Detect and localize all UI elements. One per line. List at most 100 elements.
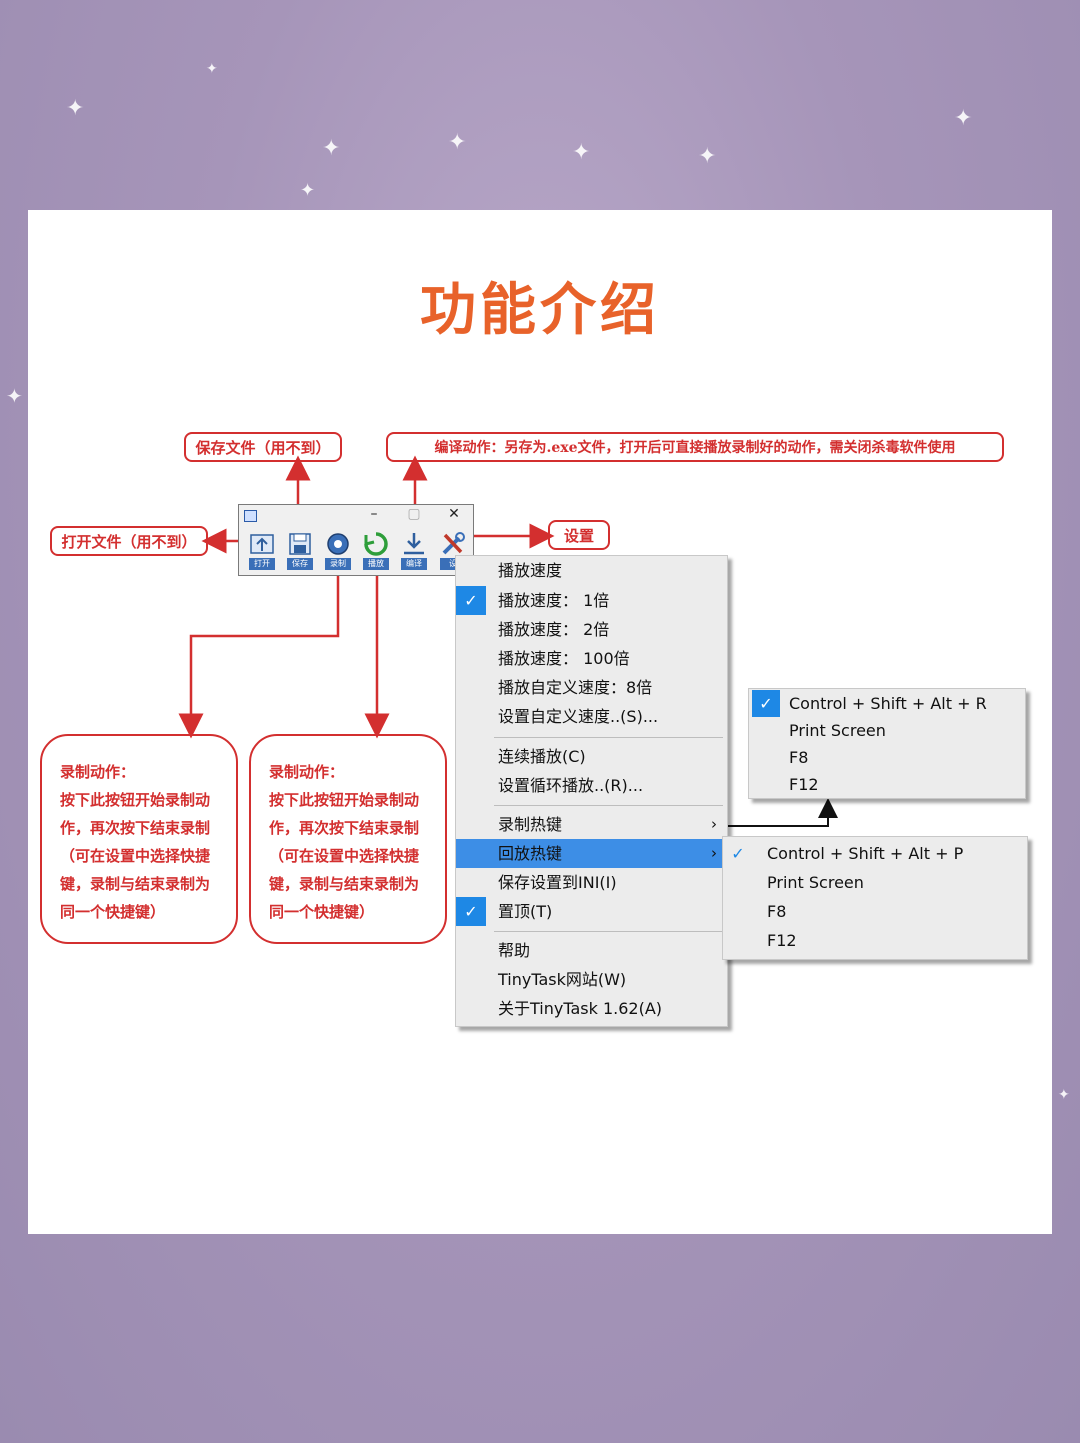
star-icon: ✦ (322, 136, 341, 161)
check-icon: ✓ (731, 844, 745, 863)
hotkey-option[interactable]: F8 (723, 897, 1027, 926)
callout-line: 按下此按钮开始录制动 (60, 791, 211, 809)
menu-item-about[interactable]: 关于TinyTask 1.62(A) (456, 994, 727, 1023)
save-icon (289, 533, 311, 555)
save-button[interactable]: 保存 (283, 531, 317, 575)
hotkey-option[interactable]: Print Screen (723, 868, 1027, 897)
callout-line: （可在设置中选择快捷 (60, 847, 211, 865)
page-title: 功能介绍 (420, 278, 660, 343)
play-callout: 录制动作： 按下此按钮开始录制动 作，再次按下结束录制 （可在设置中选择快捷 键… (249, 734, 447, 944)
star-icon: ✦ (698, 144, 717, 169)
menu-item-label: TinyTask网站(W) (498, 970, 627, 989)
hotkey-option[interactable]: F12 (749, 771, 1025, 798)
star-icon: ✦ (206, 61, 218, 77)
hotkey-label: F12 (789, 775, 819, 794)
menu-item-label: 播放速度： 1倍 (498, 591, 610, 610)
star-icon: ✦ (300, 180, 316, 201)
menu-separator (494, 931, 723, 932)
menu-separator (494, 805, 723, 806)
maximize-button[interactable]: ▢ (407, 506, 421, 522)
compile-caption: 编译 (401, 558, 427, 570)
hotkey-label: Print Screen (789, 721, 886, 740)
check-icon: ✓ (456, 586, 486, 615)
hotkey-label: Control + Shift + Alt + R (789, 694, 987, 713)
menu-separator (494, 737, 723, 738)
star-icon: ✦ (6, 384, 23, 408)
callout-line: 作，再次按下结束录制 (269, 819, 420, 837)
menu-item-label: 播放速度： 100倍 (498, 649, 630, 668)
settings-menu: 播放速度 ✓ 播放速度： 1倍 播放速度： 2倍 播放速度： 100倍 播放自定义… (455, 555, 728, 1027)
callout-line: 键，录制与结束录制为 (269, 875, 420, 893)
menu-item-label: 录制热键 (498, 815, 563, 834)
menu-item-label: 保存设置到INI(I) (498, 873, 617, 892)
open-button[interactable]: 打开 (245, 531, 279, 575)
compile-label: 编译动作：另存为.exe文件，打开后可直接播放录制好的动作，需关闭杀毒软件使用 (386, 432, 1004, 462)
play-button[interactable]: 播放 (359, 531, 393, 575)
chevron-right-icon: › (711, 844, 717, 862)
settings-label: 设置 (548, 520, 610, 550)
open-file-label: 打开文件（用不到） (50, 526, 208, 556)
hotkey-option[interactable]: F12 (723, 926, 1027, 955)
callout-line: 同一个快捷键） (60, 903, 166, 921)
star-icon: ✦ (954, 106, 973, 131)
menu-item-website[interactable]: TinyTask网站(W) (456, 965, 727, 994)
hotkey-option[interactable]: ✓Control + Shift + Alt + P (723, 839, 1027, 868)
hotkey-option[interactable]: F8 (749, 744, 1025, 771)
menu-item-set-loop[interactable]: 设置循环播放..(R)... (456, 771, 727, 800)
callout-line: 键，录制与结束录制为 (60, 875, 211, 893)
play-caption: 播放 (363, 558, 389, 570)
title-bar: – ▢ ✕ (239, 505, 473, 529)
check-icon: ✓ (456, 897, 486, 926)
star-icon: ✦ (448, 130, 467, 155)
settings-icon (442, 532, 465, 555)
callout-line: 录制动作： (60, 763, 136, 781)
callout-line: （可在设置中选择快捷 (269, 847, 420, 865)
playback-hotkey-submenu: ✓Control + Shift + Alt + P Print Screen … (722, 836, 1028, 960)
menu-item-help[interactable]: 帮助 (456, 936, 727, 965)
menu-item-speed-100x[interactable]: 播放速度： 100倍 (456, 644, 727, 673)
menu-item-label: 置顶(T) (498, 902, 553, 921)
menu-item-playback-hotkey[interactable]: 回放热键 › (456, 839, 727, 868)
hotkey-label: F12 (767, 931, 797, 950)
hotkey-label: F8 (789, 748, 809, 767)
star-icon: ✦ (66, 96, 85, 121)
menu-item-playback-speed[interactable]: 播放速度 (456, 556, 727, 585)
open-caption: 打开 (249, 558, 275, 570)
record-caption: 录制 (325, 558, 351, 570)
callout-line: 录制动作： (269, 763, 345, 781)
menu-item-label: 关于TinyTask 1.62(A) (498, 999, 663, 1018)
play-icon (364, 532, 388, 556)
menu-item-always-on-top[interactable]: ✓ 置顶(T) (456, 897, 727, 926)
menu-item-speed-1x[interactable]: ✓ 播放速度： 1倍 (456, 586, 727, 615)
record-icon (327, 533, 349, 555)
compile-icon (404, 533, 424, 555)
menu-item-set-custom-speed[interactable]: 设置自定义速度..(S)... (456, 702, 727, 731)
menu-item-save-ini[interactable]: 保存设置到INI(I) (456, 868, 727, 897)
menu-item-record-hotkey[interactable]: 录制热键 › (456, 810, 727, 839)
record-button[interactable]: 录制 (321, 531, 355, 575)
menu-item-label: 播放速度 (498, 561, 563, 580)
save-caption: 保存 (287, 558, 313, 570)
hotkey-label: F8 (767, 902, 787, 921)
menu-item-label: 播放自定义速度：8倍 (498, 678, 653, 697)
save-file-label: 保存文件（用不到） (184, 432, 342, 462)
menu-item-label: 连续播放(C) (498, 747, 586, 766)
chevron-right-icon: › (711, 815, 717, 833)
close-button[interactable]: ✕ (448, 506, 460, 522)
menu-item-speed-2x[interactable]: 播放速度： 2倍 (456, 615, 727, 644)
callout-line: 按下此按钮开始录制动 (269, 791, 420, 809)
hotkey-option[interactable]: ✓Control + Shift + Alt + R (749, 690, 1025, 717)
menu-item-custom-speed[interactable]: 播放自定义速度：8倍 (456, 673, 727, 702)
star-icon: ✦ (1058, 1087, 1070, 1103)
hotkey-option[interactable]: Print Screen (749, 717, 1025, 744)
menu-item-label: 播放速度： 2倍 (498, 620, 610, 639)
menu-item-label: 设置自定义速度..(S)... (498, 707, 659, 726)
menu-item-label: 回放热键 (498, 844, 563, 863)
open-icon (250, 534, 274, 554)
callout-line: 作，再次按下结束录制 (60, 819, 211, 837)
compile-button[interactable]: 编译 (397, 531, 431, 575)
menu-item-continuous-play[interactable]: 连续播放(C) (456, 742, 727, 771)
record-hotkey-submenu: ✓Control + Shift + Alt + R Print Screen … (748, 688, 1026, 799)
star-icon: ✦ (572, 140, 591, 165)
minimize-button[interactable]: – (370, 506, 378, 522)
